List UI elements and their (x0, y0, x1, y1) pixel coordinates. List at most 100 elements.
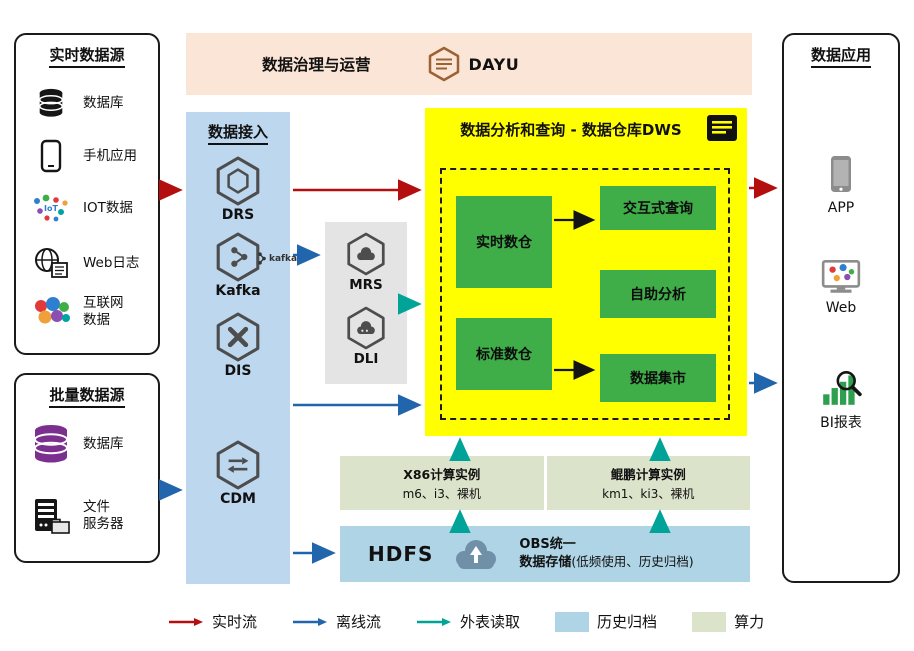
dws-title: 数据分析和查询 - 数据仓库DWS (460, 121, 682, 139)
obs-cloud-icon (456, 540, 497, 569)
governance-title: 数据治理与运营 (262, 56, 371, 74)
list-item: BI报表 (784, 367, 898, 432)
source-label: 数据库 (83, 94, 124, 111)
mrs-service: MRS (325, 232, 407, 293)
drs-icon (216, 156, 260, 206)
kafka-logo: kafka (256, 252, 297, 265)
compute-instances-box: X86计算实例 m6、i3、裸机 鲲鹏计算实例 km1、ki3、裸机 (340, 456, 750, 510)
realtime-warehouse-box: 实时数仓 (456, 196, 552, 288)
legend-compute-label: 算力 (734, 613, 765, 631)
realtime-sources-title: 实时数据源 (49, 46, 125, 68)
dis-icon (216, 312, 260, 362)
mrs-icon (347, 232, 385, 276)
source-label: Web日志 (83, 254, 140, 271)
self-service-analysis-box: 自助分析 (600, 270, 716, 318)
compute-swatch (692, 611, 727, 632)
dis-service: DIS (186, 312, 290, 379)
kunpeng-compute: 鲲鹏计算实例 km1、ki3、裸机 (543, 456, 751, 510)
interactive-query-box: 交互式查询 (600, 186, 716, 230)
realtime-arrow-icon (169, 617, 203, 626)
dws-doc-icon (707, 115, 737, 141)
x86-compute: X86计算实例 m6、i3、裸机 (340, 456, 544, 510)
database-purple-icon (26, 423, 76, 465)
list-item: 手机应用 (26, 139, 152, 173)
obs-line2: 数据存储 (519, 554, 572, 570)
obs-line1: OBS统一 (519, 536, 576, 552)
offline-arrow-icon (293, 617, 328, 626)
data-mart-box: 数据集市 (600, 354, 716, 402)
list-item: Web日志 (26, 247, 152, 279)
source-label: IOT数据 (83, 199, 133, 216)
list-item: 数据库 (26, 423, 152, 465)
legend-offline: 离线流 (292, 611, 381, 632)
web-log-icon (26, 247, 76, 279)
legend-compute: 算力 (692, 611, 764, 632)
list-item: APP (784, 153, 898, 216)
x86-spec: m6、i3、裸机 (402, 487, 481, 501)
file-server-icon (26, 497, 76, 535)
dli-service: DLI (325, 306, 407, 367)
source-label: 互联网 数据 (83, 295, 124, 328)
svg-text:IoT: IoT (44, 204, 58, 213)
hdfs-label: HDFS (368, 542, 434, 566)
bi-report-icon (823, 371, 862, 405)
data-mart-label: 数据集市 (630, 371, 686, 387)
legend-realtime: 实时流 (168, 611, 257, 632)
legend-external: 外表读取 (416, 611, 520, 632)
list-item: 文件 服务器 (26, 497, 152, 535)
x86-title: X86计算实例 (403, 467, 481, 482)
dli-icon (347, 306, 385, 350)
legend-external-label: 外表读取 (460, 613, 521, 631)
standard-warehouse-label: 标准数仓 (476, 347, 532, 363)
processing-box: MRS DLI (325, 222, 407, 384)
bi-report-label: BI报表 (820, 415, 862, 431)
iot-icon: IoT (26, 193, 76, 223)
kafka-logo-text: kafka (269, 253, 298, 264)
realtime-warehouse-label: 实时数仓 (476, 235, 532, 251)
phone-icon (26, 139, 76, 173)
web-icon (821, 259, 861, 293)
web-label: Web (825, 300, 857, 316)
list-item: 互联网 数据 (26, 295, 152, 329)
cdm-icon (216, 440, 260, 490)
legend-archive-label: 历史归档 (597, 613, 658, 631)
external-read-arrow-icon (417, 617, 452, 626)
realtime-sources-panel: 实时数据源 数据库 手机应用 (14, 33, 160, 355)
governance-banner: 数据治理与运营 DAYU (186, 33, 752, 95)
archive-swatch (555, 611, 590, 632)
obs-text: OBS统一 数据存储(低频使用、历史归档) (519, 537, 693, 572)
source-label: 数据库 (83, 435, 124, 452)
kafka-label: Kafka (215, 283, 261, 299)
legend-realtime-label: 实时流 (212, 613, 258, 631)
drs-service: DRS (186, 156, 290, 223)
legend: 实时流 离线流 外表读取 历史归档 算力 (168, 611, 764, 632)
database-icon (26, 87, 76, 119)
kafka-service: Kafka (186, 232, 290, 299)
dayu-icon (428, 46, 459, 82)
kafka-logo-icon (258, 252, 266, 265)
cdm-service: CDM (186, 440, 290, 507)
dayu-text: DAYU (468, 54, 520, 74)
legend-offline-label: 离线流 (336, 613, 382, 631)
obs-note: (低频使用、历史归档) (571, 553, 694, 569)
dli-label: DLI (353, 351, 379, 367)
dis-label: DIS (224, 363, 252, 379)
internet-data-icon (26, 296, 76, 327)
dayu-logo: DAYU (427, 46, 520, 82)
batch-sources-panel: 批量数据源 数据库 (14, 373, 160, 563)
source-label: 手机应用 (83, 147, 137, 164)
kafka-icon (216, 232, 260, 282)
list-item: 数据库 (26, 87, 152, 119)
app-label: APP (827, 200, 855, 216)
dws-box: 数据分析和查询 - 数据仓库DWS 实时数仓 标准数仓 交互式查询 自助分析 数… (425, 108, 747, 436)
ingestion-title: 数据接入 (207, 123, 268, 145)
interactive-query-label: 交互式查询 (623, 201, 693, 217)
mrs-label: MRS (349, 277, 383, 293)
app-icon (831, 156, 851, 192)
list-item: Web (784, 259, 898, 316)
dws-inner-frame (440, 168, 730, 420)
standard-warehouse-box: 标准数仓 (456, 318, 552, 390)
applications-title: 数据应用 (810, 46, 871, 68)
ingestion-column: 数据接入 DRS Kafka (186, 112, 297, 584)
